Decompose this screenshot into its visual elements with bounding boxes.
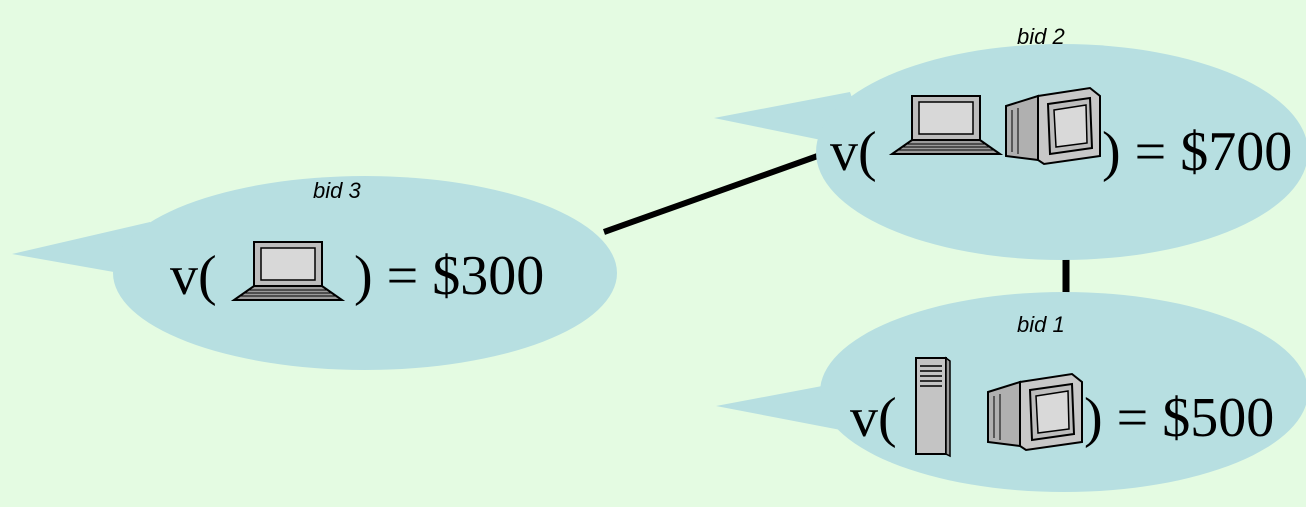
bid-3-value: ) = $300 [354, 245, 545, 307]
bid-2-value: ) = $700 [1102, 121, 1293, 183]
bid-2-open-paren: v( [830, 121, 877, 183]
bid-3-bubble [12, 176, 617, 370]
bid-1-value: ) = $500 [1084, 387, 1275, 449]
desktop-tower-icon [915, 357, 951, 457]
bid-2-label: bid 2 [1017, 24, 1065, 49]
edge-bid3-bid2 [602, 150, 828, 235]
bid-1-label: bid 1 [1017, 312, 1065, 337]
bid-1-open-paren: v( [850, 387, 897, 449]
bid-3-open-paren: v( [170, 245, 217, 307]
bid-3-label: bid 3 [313, 178, 361, 203]
